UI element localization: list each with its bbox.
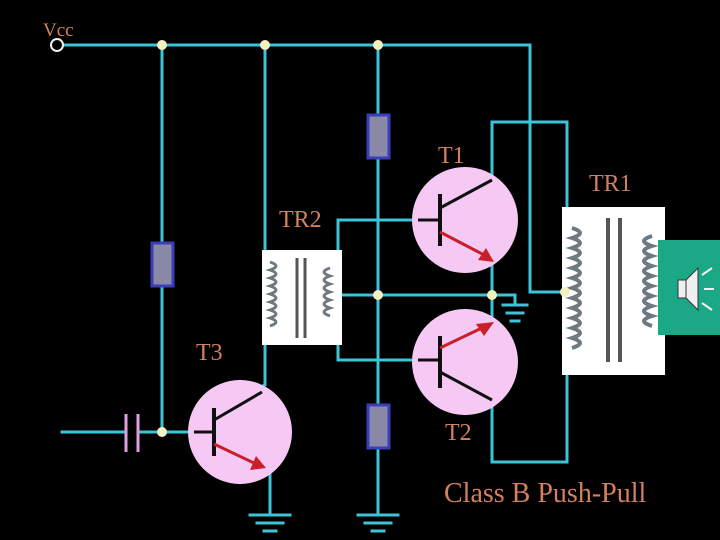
tr2-label: TR2	[279, 207, 322, 233]
wire-t1-collector	[490, 120, 569, 222]
transistor-t2	[412, 309, 518, 415]
tr1-label: TR1	[589, 171, 632, 197]
transistor-t3	[188, 380, 292, 484]
ground-icon	[356, 513, 400, 533]
ground-icon	[501, 303, 529, 323]
vcc-label: Vcc	[43, 20, 74, 41]
wire-t2-collector	[490, 358, 569, 464]
vcc-terminal	[50, 38, 64, 52]
t1-label: T1	[438, 143, 465, 169]
capacitor-input	[124, 414, 140, 452]
resistor-r1	[366, 113, 391, 160]
wire-emitter-ground	[490, 293, 517, 307]
t2-label: T2	[445, 420, 472, 446]
transistor-t1	[412, 167, 518, 273]
transformer-tr2	[262, 250, 342, 345]
t3-label: T3	[196, 340, 223, 366]
ground-icon	[248, 513, 292, 533]
junction-dots	[157, 40, 570, 437]
speaker-icon	[677, 266, 714, 312]
speaker-panel	[658, 240, 720, 335]
wire-tr2-primary	[226, 43, 267, 402]
resistor-r3	[366, 403, 391, 450]
caption: Class B Push-Pull	[444, 478, 646, 509]
wire-t1-base	[336, 218, 420, 264]
transformer-tr1	[562, 207, 665, 375]
resistor-r2	[150, 241, 175, 288]
vcc-rail	[60, 43, 567, 294]
